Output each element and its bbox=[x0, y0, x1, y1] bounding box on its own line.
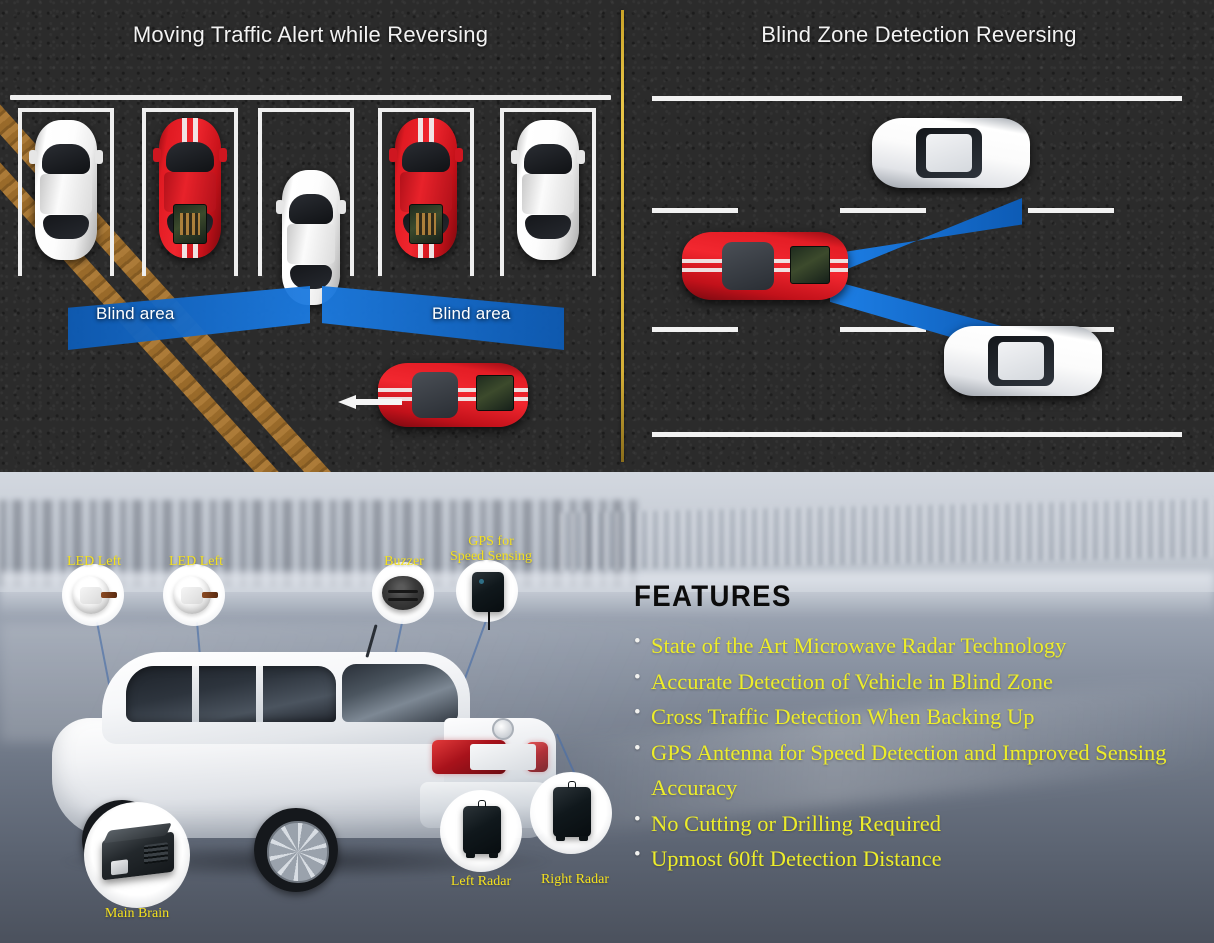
led-indicator-icon bbox=[72, 576, 117, 614]
callout-bubble-led-left-1 bbox=[62, 564, 124, 626]
callout-bubble-gps bbox=[456, 560, 518, 630]
direction-arrow-icon bbox=[338, 395, 402, 409]
parked-car-white bbox=[511, 120, 585, 260]
callout-label-led-left-2: LED Left bbox=[168, 554, 224, 569]
c-pillar bbox=[256, 666, 263, 722]
panel-blind-zone-detection: Blind Zone Detection Reversing bbox=[624, 0, 1214, 472]
callout-bubble-main-brain bbox=[84, 802, 190, 908]
gps-antenna-icon bbox=[472, 572, 504, 630]
radar-sensor-icon bbox=[553, 781, 591, 841]
lane-line-dashed-lower bbox=[652, 327, 1182, 332]
feature-item: Upmost 60ft Detection Distance bbox=[634, 840, 1194, 877]
callout-label-gps: GPS for Speed Sensing bbox=[449, 534, 533, 565]
panel-title-left: Moving Traffic Alert while Reversing bbox=[132, 22, 489, 47]
lane-line-solid-bottom bbox=[652, 432, 1182, 437]
rear-wheel bbox=[254, 808, 338, 892]
b-pillar bbox=[192, 666, 199, 722]
callout-bubble-left-radar bbox=[440, 790, 522, 872]
callout-label-buzzer: Buzzer bbox=[384, 554, 424, 569]
features-heading: FEATURES bbox=[634, 580, 792, 613]
parking-bay bbox=[500, 108, 596, 276]
callout-label-main-brain: Main Brain bbox=[104, 906, 170, 921]
parked-car-white bbox=[29, 120, 103, 260]
feature-item: GPS Antenna for Speed Detection and Impr… bbox=[634, 734, 1194, 806]
feature-item: No Cutting or Drilling Required bbox=[634, 805, 1194, 842]
features-block: FEATURES State of the Art Microwave Rada… bbox=[634, 580, 1194, 877]
parked-car-red bbox=[389, 118, 463, 258]
callout-label-led-left-1: LED Left bbox=[66, 554, 122, 569]
parking-bay bbox=[258, 108, 354, 276]
feature-item: Accurate Detection of Vehicle in Blind Z… bbox=[634, 663, 1194, 700]
panel-moving-traffic-alert: Moving Traffic Alert while Reversing bbox=[0, 0, 621, 472]
features-list: State of the Art Microwave Radar Technol… bbox=[634, 627, 1194, 877]
parking-lot-top-line bbox=[10, 95, 611, 100]
license-plate bbox=[470, 744, 536, 770]
panel-divider bbox=[621, 10, 624, 462]
callout-bubble-right-radar bbox=[530, 772, 612, 854]
ego-vehicle-red bbox=[682, 232, 848, 300]
parking-bay bbox=[18, 108, 114, 276]
detected-vehicle-lower bbox=[944, 326, 1102, 396]
lane-line-solid-top bbox=[652, 96, 1182, 101]
parked-car-red bbox=[153, 118, 227, 258]
radar-sensor-icon bbox=[463, 800, 501, 858]
callout-label-left-radar: Left Radar bbox=[450, 874, 512, 889]
feature-item: State of the Art Microwave Radar Technol… bbox=[634, 627, 1194, 664]
blind-area-label-right: Blind area bbox=[432, 304, 511, 323]
blind-area-label-left: Blind area bbox=[96, 304, 175, 323]
rear-window bbox=[342, 664, 458, 722]
parking-bay bbox=[142, 108, 238, 276]
callout-label-right-radar: Right Radar bbox=[540, 872, 610, 887]
brand-emblem bbox=[492, 718, 514, 740]
side-window bbox=[126, 666, 336, 722]
callout-bubble-led-left-2 bbox=[163, 564, 225, 626]
panel-title-right: Blind Zone Detection Reversing bbox=[761, 22, 1077, 47]
top-scenarios-section: Moving Traffic Alert while Reversing bbox=[0, 0, 1214, 472]
led-indicator-icon bbox=[173, 576, 218, 614]
lane-line-dashed-upper bbox=[652, 208, 1182, 213]
feature-item: Cross Traffic Detection When Backing Up bbox=[634, 698, 1194, 735]
parking-bay bbox=[378, 108, 474, 276]
detected-vehicle-upper bbox=[872, 118, 1030, 188]
crossing-vehicle-red bbox=[378, 363, 528, 427]
reversing-vehicle bbox=[276, 170, 346, 305]
buzzer-icon bbox=[382, 576, 424, 610]
product-components-section: LED Left LED Left Buzzer GPS for Speed S… bbox=[0, 472, 1214, 943]
callout-bubble-buzzer bbox=[372, 562, 434, 624]
control-module-icon bbox=[102, 822, 174, 881]
